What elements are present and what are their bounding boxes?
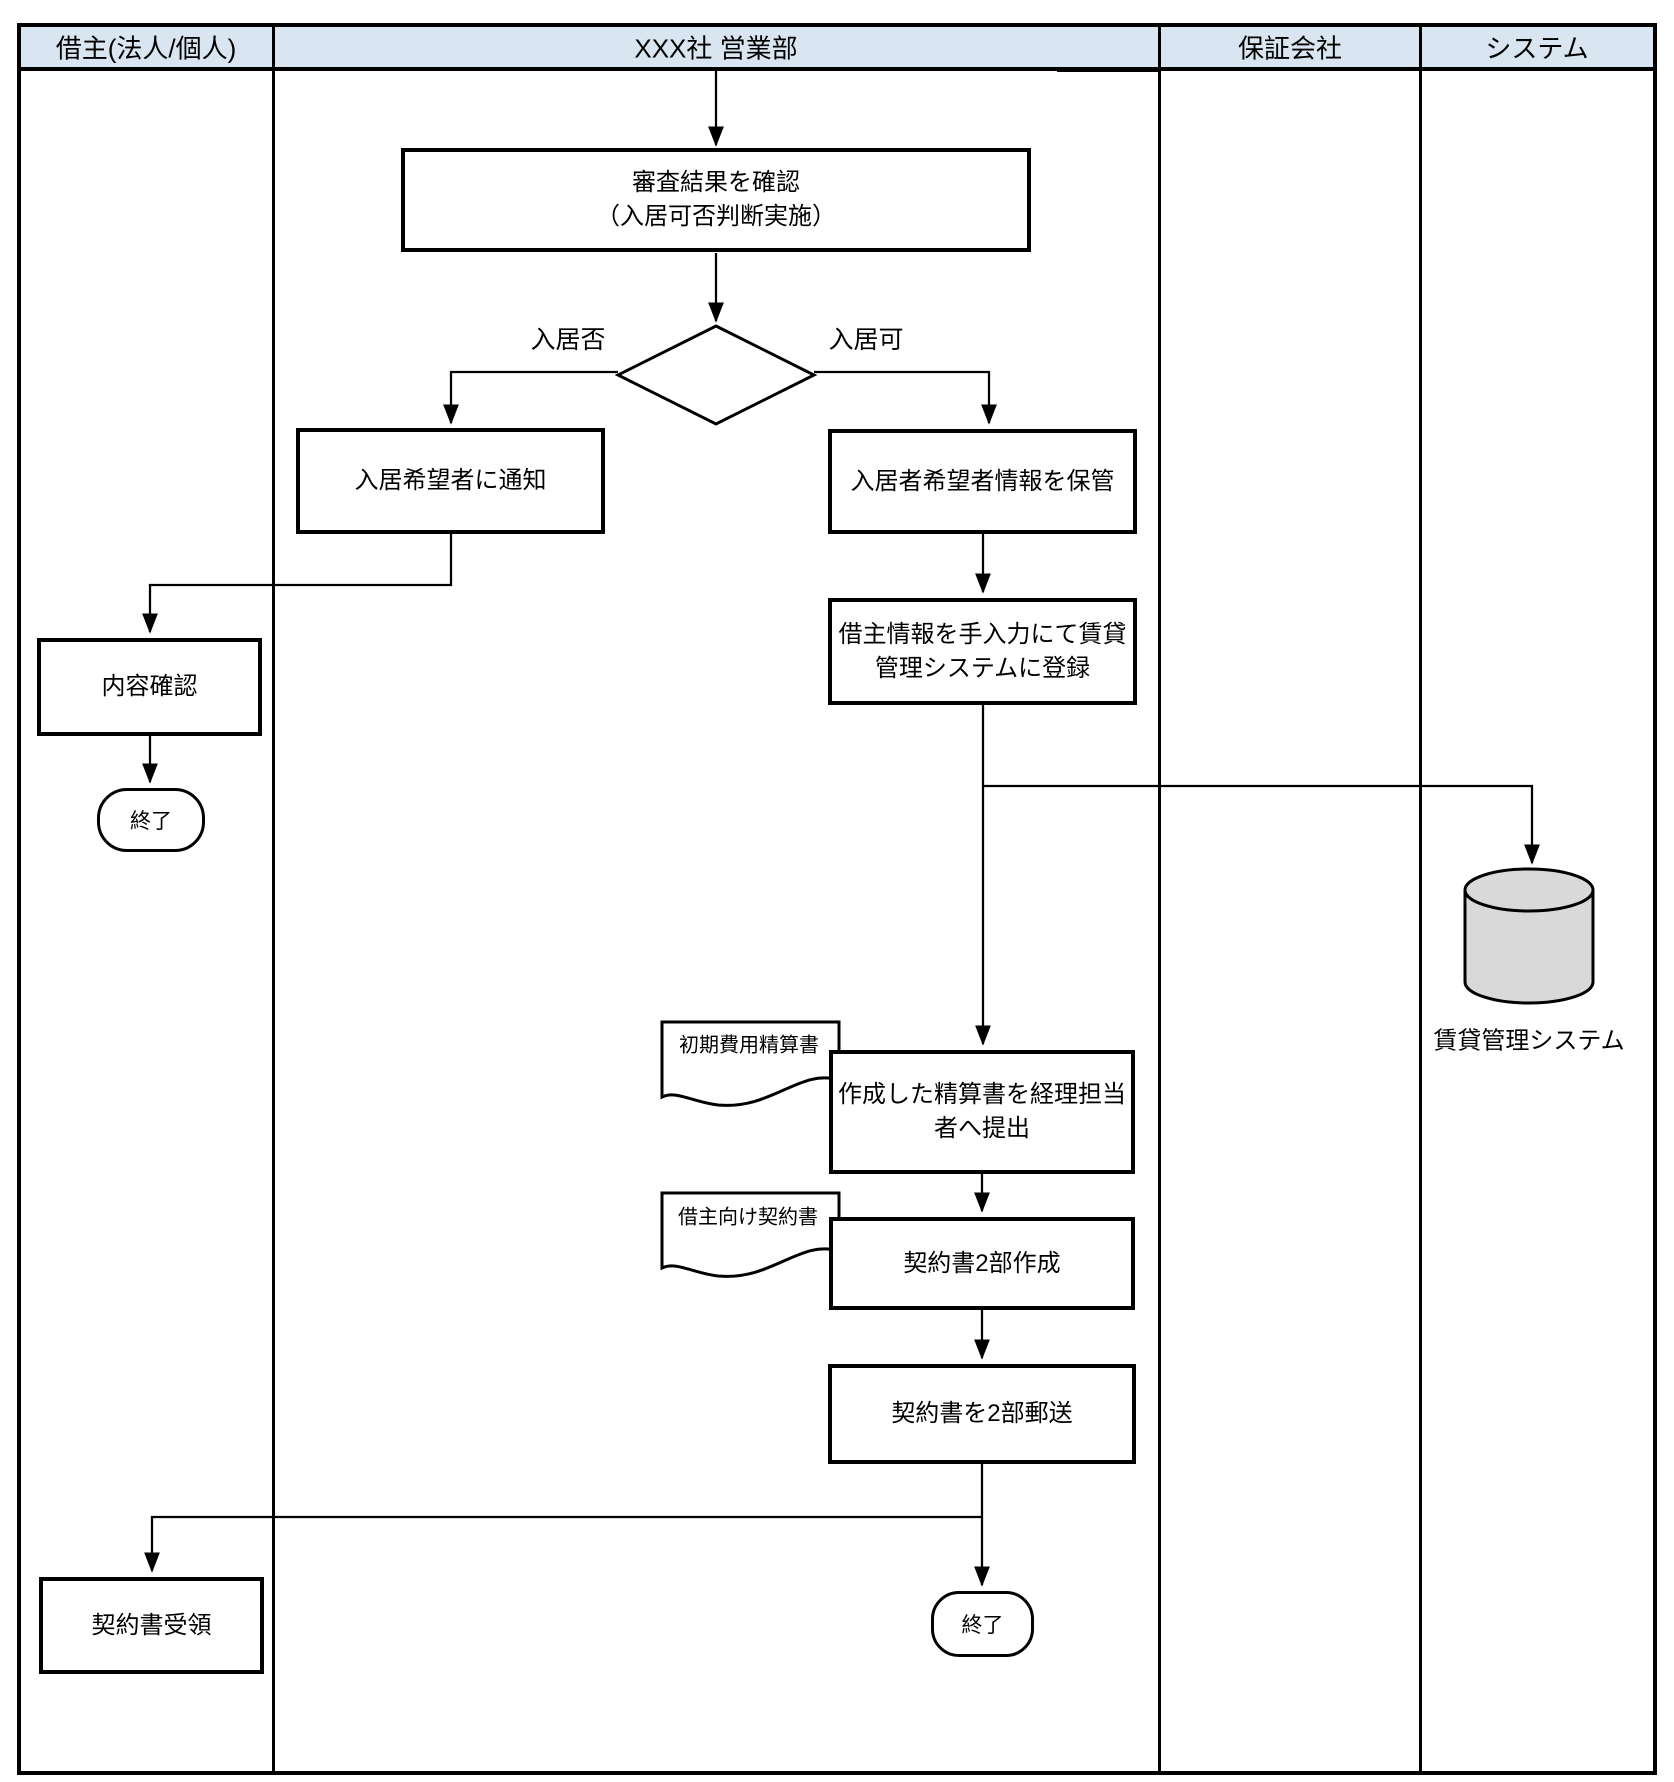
database-cylinder-body <box>1463 890 1595 1005</box>
lane-separator-1 <box>272 27 275 1771</box>
lane-separator-2 <box>1158 27 1161 1771</box>
connector-decision-yes-to-store <box>814 370 997 425</box>
decision-label-no: 入居否 <box>530 326 606 354</box>
header-border-artifact <box>1057 67 1161 72</box>
terminal-end-right: 終了 <box>931 1591 1034 1657</box>
lane-label-sales: XXX社 営業部 <box>634 33 798 64</box>
document-label-contract: 借主向け契約書 <box>678 1206 818 1229</box>
document-label-initial-cost: 初期費用精算書 <box>679 1034 819 1057</box>
diagram-border <box>17 23 1657 1775</box>
document-shape-initial-cost <box>660 1020 841 1107</box>
lane-label-borrower: 借主(法人/個人) <box>55 33 237 64</box>
lane-label-system: システム <box>1485 33 1589 64</box>
connector-decision-no-to-notify <box>443 370 618 425</box>
terminal-end-left: 終了 <box>97 788 205 852</box>
database-cylinder-top <box>1463 867 1595 913</box>
decision-diamond <box>614 324 818 426</box>
process-content-check: 内容確認 <box>37 638 262 736</box>
process-register-to-system: 借主情報を手入力にて賃貸 管理システムに登録 <box>828 598 1137 705</box>
lane-header-band <box>21 27 1653 71</box>
process-receive-contract: 契約書受領 <box>39 1577 264 1674</box>
connector-notify-to-content-check <box>142 534 453 634</box>
process-create-contracts: 契約書2部作成 <box>829 1217 1135 1310</box>
connector-register-to-database <box>983 784 1540 865</box>
document-shape-contract <box>660 1191 841 1278</box>
database-label: 賃貸管理システム <box>1433 1027 1625 1055</box>
process-store-applicant-info: 入居者希望者情報を保管 <box>828 429 1137 534</box>
process-review-results: 審査結果を確認 （入居可否判断実施） <box>401 148 1031 252</box>
lane-separator-3 <box>1419 27 1422 1771</box>
process-notify-applicant: 入居希望者に通知 <box>296 428 605 534</box>
process-mail-contracts: 契約書を2部郵送 <box>828 1364 1136 1464</box>
process-submit-statement: 作成した精算書を経理担当 者へ提出 <box>829 1050 1135 1174</box>
decision-label-yes: 入居可 <box>828 326 904 354</box>
connector-mail-to-receive <box>144 1515 982 1573</box>
lane-label-guarantor: 保証会社 <box>1237 33 1343 64</box>
